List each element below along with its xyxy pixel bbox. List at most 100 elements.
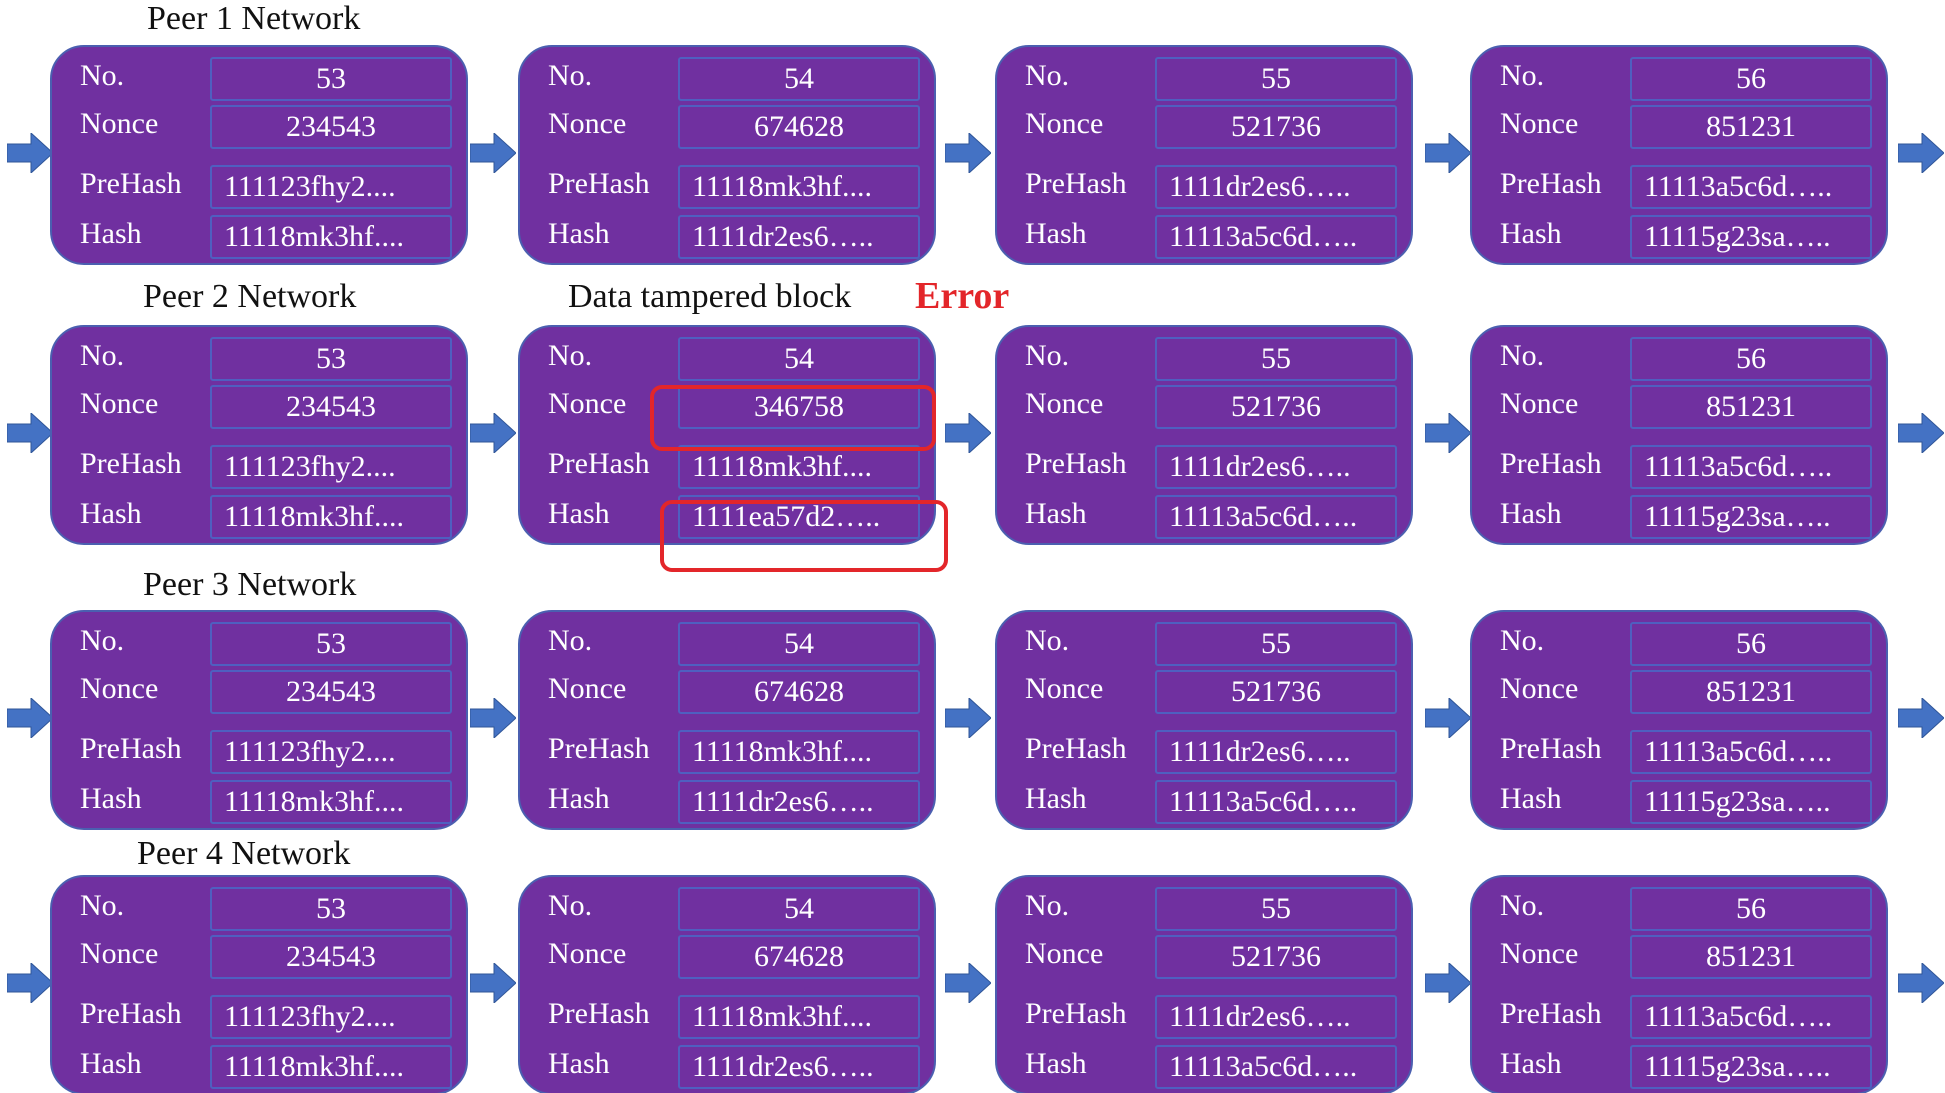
field-value-hash: 11115g23sa….. bbox=[1630, 215, 1872, 259]
field-label-prehash: PreHash bbox=[80, 447, 182, 480]
field-label-prehash: PreHash bbox=[80, 167, 182, 200]
field-value-no: 53 bbox=[210, 887, 452, 931]
chain-arrow-icon bbox=[1898, 963, 1944, 1003]
field-label-prehash: PreHash bbox=[1025, 997, 1127, 1030]
field-value-no: 53 bbox=[210, 57, 452, 101]
field-label-no: No. bbox=[80, 889, 125, 922]
field-value-no: 56 bbox=[1630, 57, 1872, 101]
field-value-nonce: 851231 bbox=[1630, 935, 1872, 979]
field-value-hash: 1111dr2es6….. bbox=[678, 780, 920, 824]
field-value-prehash: 1111dr2es6….. bbox=[1155, 165, 1397, 209]
field-value-hash: 11118mk3hf.... bbox=[210, 1045, 452, 1089]
field-value-hash: 1111dr2es6….. bbox=[678, 1045, 920, 1089]
field-label-nonce: Nonce bbox=[1500, 387, 1579, 420]
field-label-hash: Hash bbox=[548, 1047, 610, 1080]
field-label-nonce: Nonce bbox=[1500, 937, 1579, 970]
field-value-nonce: 521736 bbox=[1155, 105, 1397, 149]
field-value-nonce: 521736 bbox=[1155, 935, 1397, 979]
chain-arrow-icon bbox=[7, 963, 53, 1003]
field-label-no: No. bbox=[1025, 624, 1070, 657]
field-value-prehash: 1111dr2es6….. bbox=[1155, 995, 1397, 1039]
field-value-hash: 11115g23sa….. bbox=[1630, 1045, 1872, 1089]
field-label-no: No. bbox=[548, 339, 593, 372]
field-value-nonce: 234543 bbox=[210, 670, 452, 714]
chain-arrow-icon bbox=[7, 413, 53, 453]
field-label-hash: Hash bbox=[1025, 1047, 1087, 1080]
field-label-no: No. bbox=[1025, 889, 1070, 922]
field-value-hash: 1111ea57d2….. bbox=[678, 495, 920, 539]
field-label-hash: Hash bbox=[1500, 217, 1562, 250]
field-label-prehash: PreHash bbox=[548, 167, 650, 200]
field-label-prehash: PreHash bbox=[1500, 732, 1602, 765]
chain-arrow-icon bbox=[7, 133, 53, 173]
field-label-nonce: Nonce bbox=[1025, 387, 1104, 420]
field-value-nonce: 674628 bbox=[678, 935, 920, 979]
field-label-prehash: PreHash bbox=[548, 997, 650, 1030]
field-value-no: 54 bbox=[678, 57, 920, 101]
chain-arrow-icon bbox=[470, 133, 516, 173]
tampered-block-label: Data tampered block bbox=[568, 278, 852, 315]
field-label-hash: Hash bbox=[80, 782, 142, 815]
field-label-prehash: PreHash bbox=[1025, 447, 1127, 480]
field-value-no: 55 bbox=[1155, 57, 1397, 101]
field-label-prehash: PreHash bbox=[80, 732, 182, 765]
peer-network-label: Peer 4 Network bbox=[137, 835, 351, 872]
field-label-no: No. bbox=[1025, 339, 1070, 372]
field-value-no: 54 bbox=[678, 337, 920, 381]
field-label-prehash: PreHash bbox=[1500, 997, 1602, 1030]
field-value-hash: 11113a5c6d….. bbox=[1155, 495, 1397, 539]
field-value-nonce: 234543 bbox=[210, 385, 452, 429]
field-label-no: No. bbox=[1500, 339, 1545, 372]
tampered-nonce-highlight bbox=[650, 385, 936, 451]
chain-arrow-icon bbox=[945, 963, 991, 1003]
field-label-no: No. bbox=[548, 889, 593, 922]
field-label-no: No. bbox=[1500, 624, 1545, 657]
field-value-prehash: 111123fhy2.... bbox=[210, 730, 452, 774]
field-label-no: No. bbox=[1025, 59, 1070, 92]
field-label-hash: Hash bbox=[1025, 782, 1087, 815]
field-value-no: 54 bbox=[678, 887, 920, 931]
field-value-nonce: 234543 bbox=[210, 105, 452, 149]
chain-arrow-icon bbox=[1898, 133, 1944, 173]
field-value-no: 54 bbox=[678, 622, 920, 666]
field-label-hash: Hash bbox=[80, 497, 142, 530]
chain-arrow-icon bbox=[470, 413, 516, 453]
field-value-nonce: 521736 bbox=[1155, 385, 1397, 429]
field-label-hash: Hash bbox=[548, 217, 610, 250]
field-label-prehash: PreHash bbox=[1500, 447, 1602, 480]
field-value-prehash: 111123fhy2.... bbox=[210, 445, 452, 489]
field-value-no: 55 bbox=[1155, 337, 1397, 381]
chain-arrow-icon bbox=[7, 698, 53, 738]
field-label-prehash: PreHash bbox=[548, 732, 650, 765]
field-label-no: No. bbox=[80, 624, 125, 657]
field-label-nonce: Nonce bbox=[1025, 107, 1104, 140]
chain-arrow-icon bbox=[1898, 698, 1944, 738]
field-label-nonce: Nonce bbox=[80, 672, 159, 705]
field-value-prehash: 1111dr2es6….. bbox=[1155, 730, 1397, 774]
field-value-no: 53 bbox=[210, 622, 452, 666]
tampered-hash-highlight bbox=[660, 500, 948, 572]
peer-network-label: Peer 1 Network bbox=[147, 0, 361, 37]
field-value-no: 56 bbox=[1630, 337, 1872, 381]
chain-arrow-icon bbox=[945, 413, 991, 453]
field-value-nonce: 674628 bbox=[678, 670, 920, 714]
field-value-prehash: 11118mk3hf.... bbox=[678, 165, 920, 209]
chain-arrow-icon bbox=[945, 698, 991, 738]
field-label-nonce: Nonce bbox=[80, 107, 159, 140]
chain-arrow-icon bbox=[1425, 963, 1471, 1003]
field-value-hash: 11113a5c6d….. bbox=[1155, 780, 1397, 824]
field-value-no: 56 bbox=[1630, 887, 1872, 931]
field-value-nonce: 234543 bbox=[210, 935, 452, 979]
field-value-prehash: 11113a5c6d….. bbox=[1630, 445, 1872, 489]
